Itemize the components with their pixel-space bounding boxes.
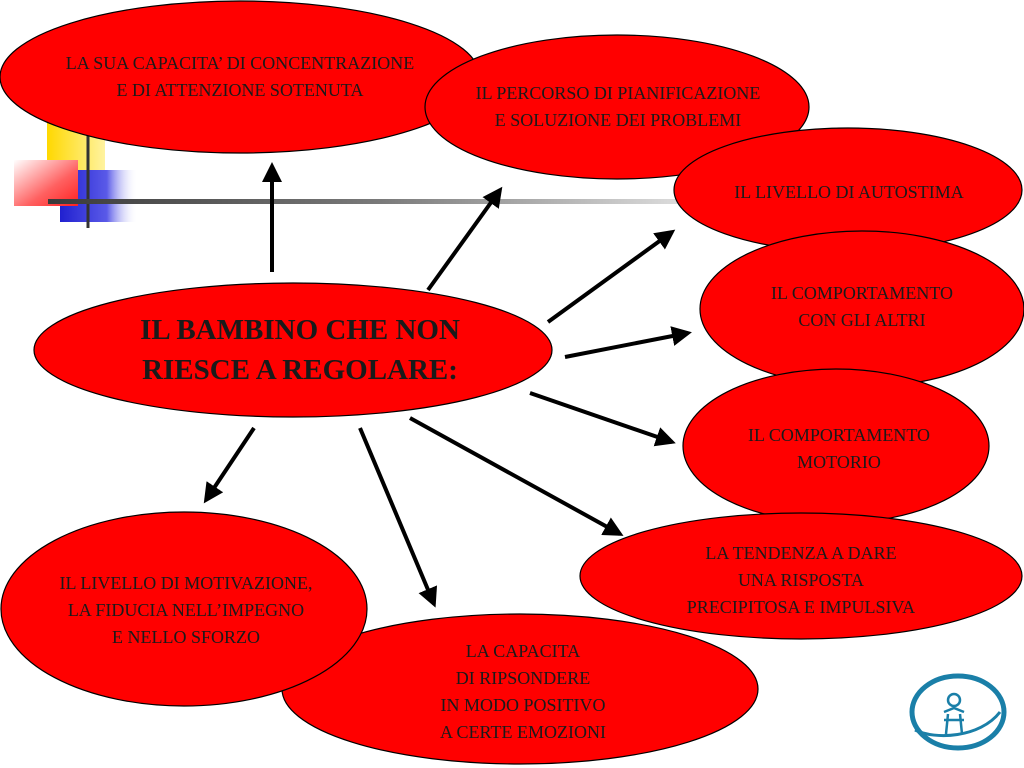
node-pianificazione-shape [424, 34, 810, 180]
node-comportamento-altri-shape [699, 230, 1024, 388]
node-concentrazione-shape [0, 0, 481, 154]
node-motivazione-shape [0, 511, 368, 707]
logo-ring [909, 673, 1007, 751]
logo-person-head-icon [946, 692, 962, 708]
arrow-to-risposta-impulsiva [409, 416, 624, 536]
node-risposta-impulsiva-shape [579, 512, 1023, 640]
logo-person-body-icon [943, 706, 965, 735]
center-node-shape [33, 282, 553, 418]
arrow-to-comportamento-altri [564, 326, 692, 359]
node-comportamento-motorio-shape [682, 368, 990, 524]
arrow-to-comportamento-motorio [529, 391, 676, 447]
logo [909, 673, 1007, 751]
arrow-to-motivazione [203, 426, 256, 504]
arrow-to-pianificazione [426, 186, 503, 292]
logo-swoosh-icon [914, 711, 1002, 738]
deco-horizontal-line [48, 199, 788, 204]
deco-red-block [14, 160, 78, 206]
arrow-to-autostima [546, 229, 676, 324]
arrows [203, 162, 692, 608]
arrow-to-emozioni [358, 427, 438, 608]
